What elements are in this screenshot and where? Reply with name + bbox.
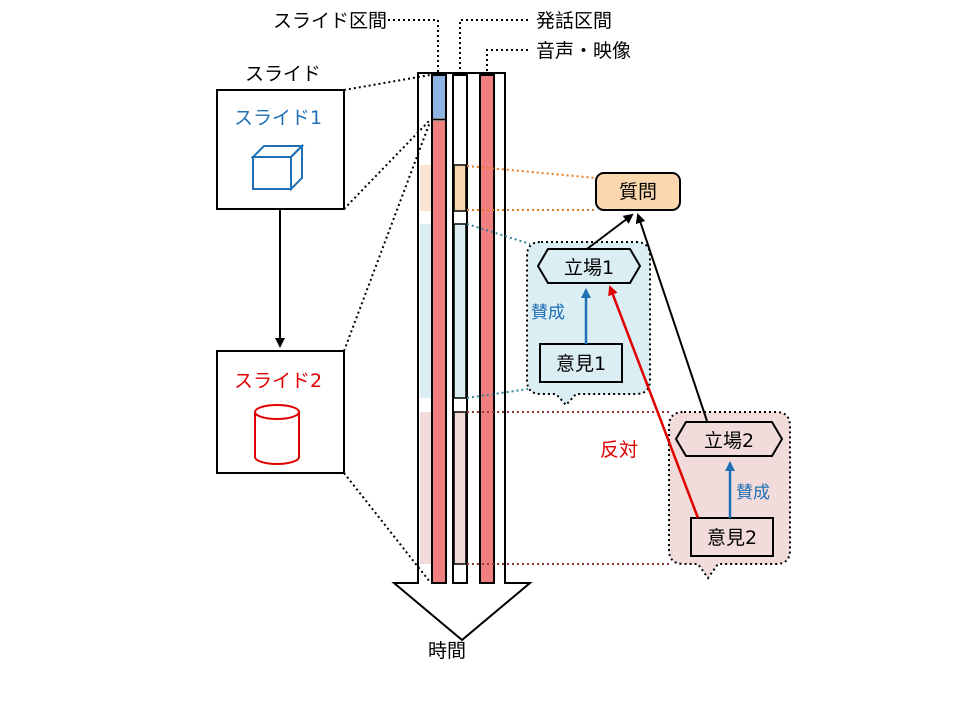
slide1-title: スライド1 (234, 107, 322, 129)
position1-leader-lines (466, 223, 531, 399)
speech-question-segment (453, 164, 467, 212)
question-node[interactable] (595, 172, 681, 211)
position1-to-question-arrow (586, 213, 634, 250)
opinion2-node[interactable] (690, 517, 774, 557)
slide2-title: スライド2 (234, 370, 322, 392)
slide-projection-lines (343, 74, 431, 583)
oppose-label: 反対 (600, 439, 638, 461)
agree1-label: 賛成 (531, 303, 565, 323)
cylinder-icon (254, 404, 300, 465)
question-label: 質問 (619, 181, 657, 203)
cube-icon (250, 143, 305, 192)
opinion1-node[interactable] (539, 343, 623, 383)
slide2-box[interactable] (216, 350, 345, 474)
position2-to-question-arrow (635, 213, 708, 422)
position2-leader-lines (467, 411, 671, 565)
oppose-arrow (608, 285, 700, 519)
opinion2-label: 意見2 (707, 527, 757, 549)
speech-section-label: 発話区間 (536, 10, 612, 32)
opinion1-label: 意見1 (556, 353, 606, 375)
position2-label: 立場2 (704, 430, 754, 452)
slide2-segment (433, 121, 445, 582)
position1-label: 立場1 (564, 257, 614, 279)
agree2-label: 賛成 (736, 483, 770, 503)
slides-label: スライド (245, 63, 321, 85)
speech-position2-segment (453, 411, 467, 565)
speech-position1-segment (453, 223, 467, 399)
position1-node[interactable] (536, 248, 642, 284)
slide-section-label: スライド区間 (273, 10, 387, 32)
question-leader-lines (466, 165, 597, 211)
time-label: 時間 (428, 640, 466, 662)
position2-node[interactable] (674, 421, 784, 457)
audio-video-label: 音声・映像 (536, 40, 631, 62)
audio-video-bar (479, 74, 495, 584)
slide1-segment (433, 76, 445, 118)
